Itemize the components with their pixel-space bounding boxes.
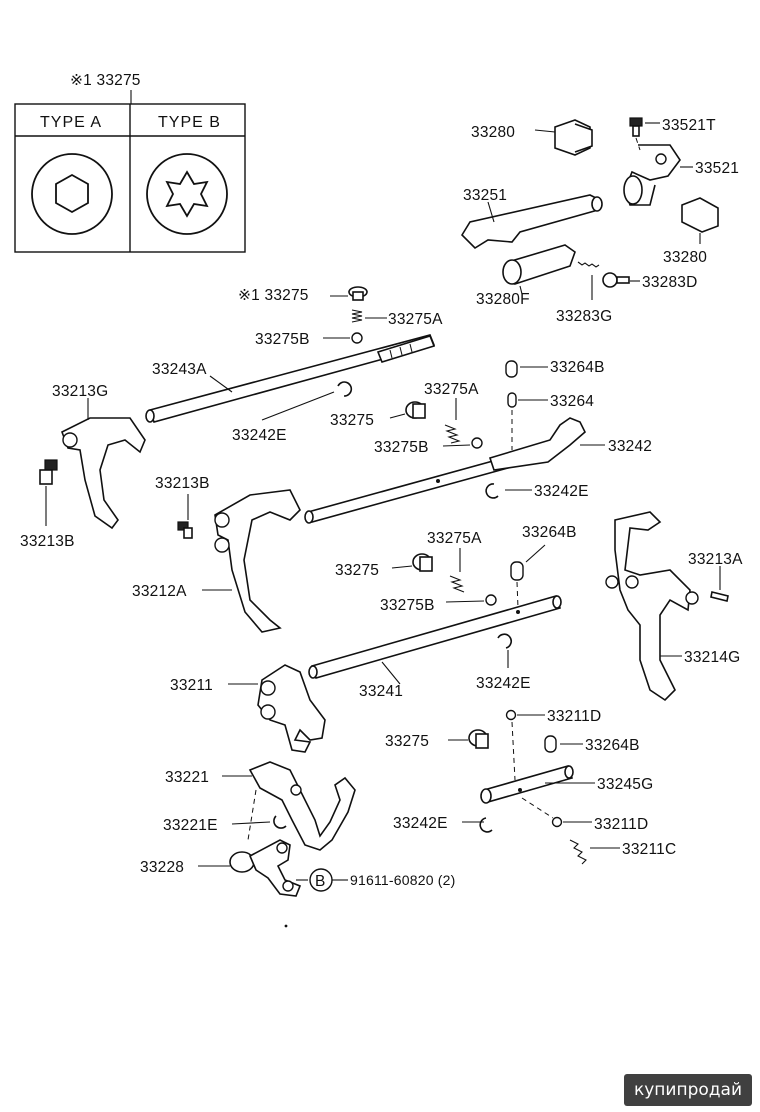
- type-b-header: TYPE B: [158, 114, 221, 131]
- fork-33214G: [605, 511, 699, 702]
- fork-33213G: [60, 398, 146, 530]
- label-33283G: 33283G: [556, 308, 612, 325]
- type-b-torx-icon: [165, 170, 209, 218]
- label-33264B-1: 33264B: [550, 359, 605, 376]
- label-33245G: 33245G: [597, 776, 653, 793]
- label-33212A: 33212A: [132, 583, 187, 600]
- plunger-33280F: [502, 244, 576, 295]
- fork-33212A: [202, 489, 301, 633]
- type-a-hex-icon: [55, 173, 89, 214]
- label-33242E-1: 33242E: [232, 427, 287, 444]
- bolt-33213B-left: [39, 459, 58, 526]
- spring-33275A-mid: [444, 424, 461, 444]
- label-33211: 33211: [170, 677, 213, 694]
- label-33243A: 33243A: [152, 361, 207, 378]
- ball-33275B-low: [485, 594, 497, 606]
- spring-33211C: [569, 839, 620, 865]
- label-33241: 33241: [359, 683, 403, 700]
- label-33228: 33228: [140, 859, 184, 876]
- label-33264B-3: 33264B: [585, 737, 640, 754]
- label-33521T: 33521T: [662, 117, 716, 134]
- b-marker-label: B: [315, 873, 326, 890]
- label-33275-4: 33275: [385, 733, 429, 750]
- label-33521: 33521: [695, 160, 739, 177]
- label-33275-3: 33275: [335, 562, 379, 579]
- lever-33228: [198, 839, 308, 928]
- clip-33242E-1: [261, 381, 353, 421]
- label-33275B-2: 33275B: [374, 439, 429, 456]
- label-33221: 33221: [165, 769, 209, 786]
- ball-33275B-mid: [471, 437, 483, 449]
- shaft-33243A: [145, 334, 436, 423]
- ball-33275B-top: [351, 332, 363, 344]
- shaft-33251: [460, 194, 603, 250]
- label-33275B-1: 33275B: [255, 331, 310, 348]
- pin-33264B-mid: [510, 561, 524, 581]
- pin-33264: [507, 392, 517, 408]
- pin-33264B-bottom: [544, 735, 557, 753]
- fork-33221: [222, 761, 356, 851]
- ball-33211D-top: [505, 709, 517, 721]
- clip-33242E-3: [497, 633, 512, 668]
- label-91611: 91611-60820 (2): [350, 872, 455, 888]
- bolt-33213B-mid: [177, 521, 193, 539]
- label-33280-top: 33280: [471, 124, 515, 141]
- label-33242E-3: 33242E: [476, 675, 531, 692]
- ball-33211D-bottom: [551, 816, 563, 828]
- type-ref-label: ※1 33275: [70, 72, 141, 89]
- shaft-33245G: [480, 765, 595, 804]
- label-33213G: 33213G: [52, 383, 108, 400]
- label-33211C: 33211C: [622, 841, 676, 858]
- label-33280-right: 33280: [663, 249, 707, 266]
- label-33275A-1: 33275A: [388, 311, 443, 328]
- plug-33280-top: [534, 119, 593, 156]
- shaft-33242: [304, 417, 605, 524]
- lever-33521: [623, 137, 693, 206]
- shaft-33241: [308, 595, 562, 685]
- spring-33275A-low: [449, 575, 465, 593]
- label-33213B-bar: 33213B: [20, 533, 75, 550]
- label-33264: 33264: [550, 393, 594, 410]
- label-33275A-2: 33275A: [424, 381, 479, 398]
- label-33251: 33251: [463, 187, 507, 204]
- bracket-33211: [228, 664, 326, 753]
- type-reference-box: ※1 33275 TYPE A TYPE B: [14, 72, 246, 253]
- bolt-33283D: [602, 272, 640, 288]
- label-33242: 33242: [608, 438, 652, 455]
- label-33242E-2: 33242E: [534, 483, 589, 500]
- label-33221E: 33221E: [163, 817, 218, 834]
- b-marker: B: [309, 868, 348, 892]
- clip-33221E: [231, 815, 287, 829]
- clip-33242E-4: [462, 817, 493, 833]
- label-33275-2: 33275: [330, 412, 374, 429]
- label-33242E-4: 33242E: [393, 815, 448, 832]
- label-33283D: 33283D: [642, 274, 698, 291]
- plug-33280-right: [681, 197, 719, 244]
- plug-33275-bottom: [448, 729, 489, 749]
- spring-33283G: [577, 261, 600, 300]
- plug-33275-top: [330, 286, 368, 301]
- pin-33264B-top: [505, 360, 518, 378]
- label-33211D-2: 33211D: [594, 816, 648, 833]
- plug-33275-mid: [389, 401, 426, 419]
- pin-33213A: [710, 566, 729, 602]
- label-33213A: 33213A: [688, 551, 743, 568]
- label-33211D-1: 33211D: [547, 708, 601, 725]
- label-33213B: 33213B: [155, 475, 210, 492]
- watermark-badge: купипродай: [623, 1074, 752, 1106]
- bolt-33521T: [629, 117, 660, 137]
- label-33275-ref: ※1 33275: [238, 287, 309, 304]
- type-a-header: TYPE A: [40, 114, 102, 131]
- label-33214G: 33214G: [684, 649, 740, 666]
- label-33275A-3: 33275A: [427, 530, 482, 547]
- label-33264B-2: 33264B: [522, 524, 577, 541]
- label-33280F: 33280F: [476, 291, 530, 308]
- spring-33275A-top: [351, 309, 387, 323]
- label-33275B-3: 33275B: [380, 597, 435, 614]
- clip-33242E-2: [485, 483, 532, 499]
- plug-33275-low: [391, 553, 433, 572]
